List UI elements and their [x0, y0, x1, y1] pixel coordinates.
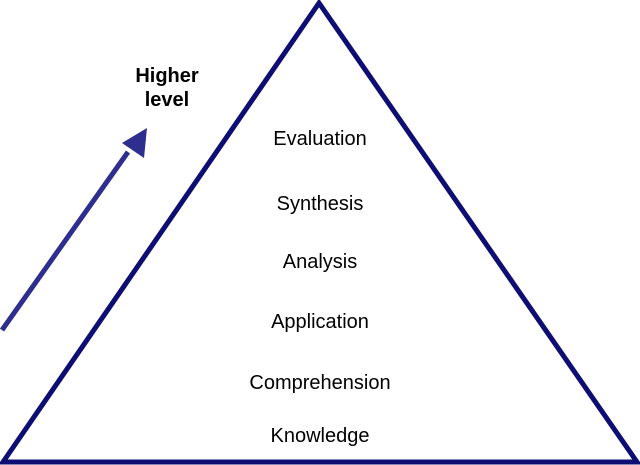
level-synthesis: Synthesis — [276, 193, 364, 215]
arrow-shaft — [0, 150, 131, 332]
level-comprehension: Comprehension — [249, 372, 391, 394]
higher-level-label-line2: level — [144, 89, 190, 111]
level-application: Application — [271, 311, 369, 333]
level-evaluation: Evaluation — [273, 128, 367, 150]
higher-level-label-line1: Higher — [135, 65, 199, 87]
arrow-head — [122, 128, 147, 158]
higher-level-label: Higher level — [112, 64, 222, 112]
level-knowledge: Knowledge — [270, 425, 370, 447]
level-analysis: Analysis — [282, 251, 358, 273]
